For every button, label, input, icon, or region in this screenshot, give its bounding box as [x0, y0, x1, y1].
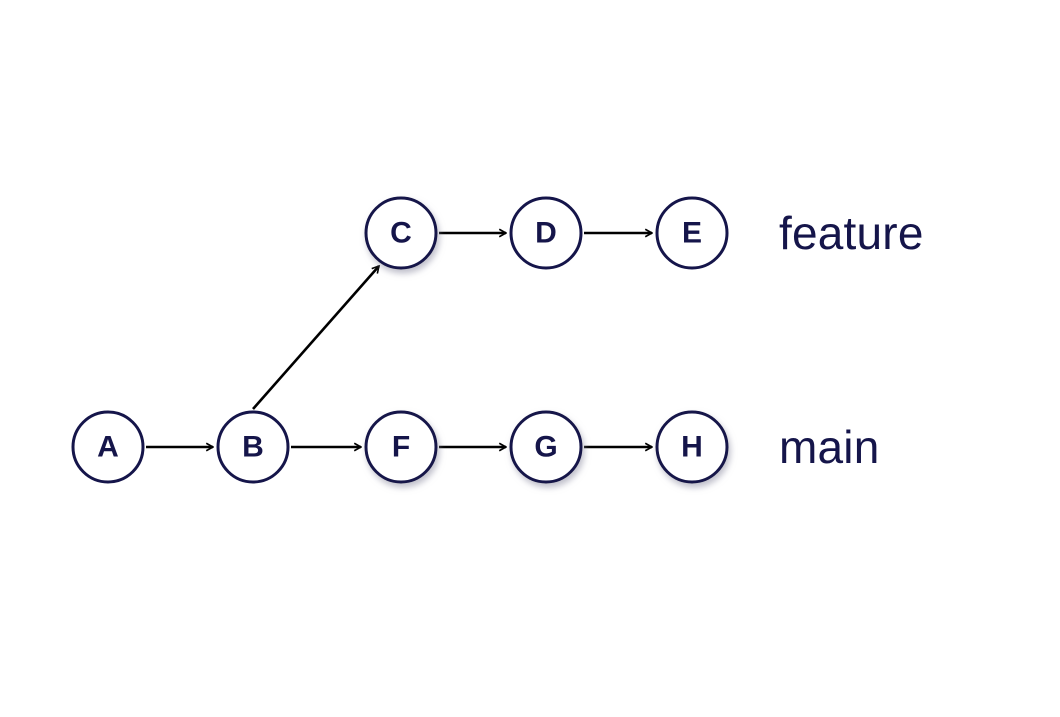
commit-label-d: D: [535, 217, 557, 250]
commit-node-b[interactable]: B: [216, 410, 290, 484]
node-layer: A B F G H C D E: [71, 196, 729, 484]
commit-node-h[interactable]: H: [655, 410, 729, 484]
edge-layer: [146, 233, 652, 447]
commit-node-g[interactable]: G: [509, 410, 583, 484]
commit-circle-f: [364, 410, 438, 484]
commit-circle-a: [71, 410, 145, 484]
commit-circle-d: [509, 196, 583, 270]
commit-node-a[interactable]: A: [71, 410, 145, 484]
branch-label-feature: feature: [779, 207, 924, 259]
commit-node-f[interactable]: F: [364, 410, 438, 484]
commit-circle-h: [655, 410, 729, 484]
commit-label-h: H: [681, 431, 703, 464]
commit-node-e[interactable]: E: [655, 196, 729, 270]
commit-label-e: E: [682, 217, 702, 250]
commit-circle-e: [655, 196, 729, 270]
commit-edge-b-to-c: [252, 266, 379, 410]
commit-label-c: C: [390, 217, 412, 250]
commit-node-d[interactable]: D: [509, 196, 583, 270]
branch-label-main: main: [779, 421, 880, 473]
commit-label-g: G: [534, 431, 557, 464]
commit-circle-b: [216, 410, 290, 484]
commit-circle-g: [509, 410, 583, 484]
commit-node-c[interactable]: C: [364, 196, 438, 270]
commit-label-b: B: [242, 431, 264, 464]
commit-label-a: A: [97, 431, 119, 464]
commit-circle-c: [364, 196, 438, 270]
commit-label-f: F: [392, 431, 410, 464]
